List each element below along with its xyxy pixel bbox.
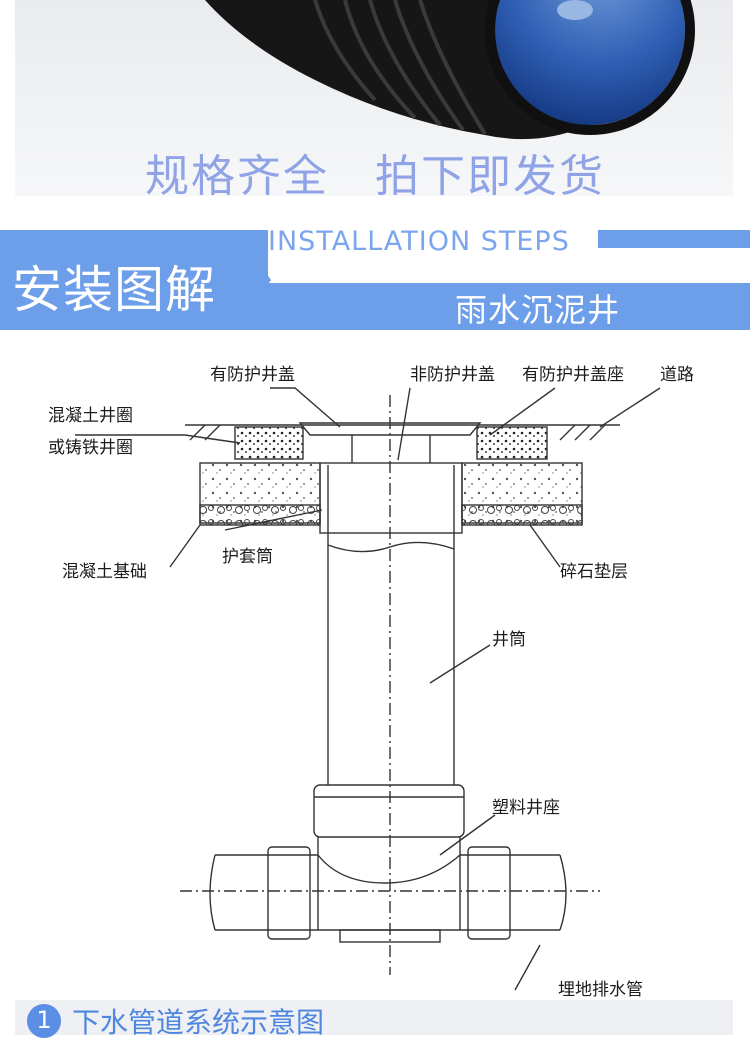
banner-title-block bbox=[0, 230, 268, 330]
label-sleeve: 护套筒 bbox=[222, 547, 273, 567]
label-concrete-base: 混凝土基础 bbox=[62, 562, 147, 582]
product-photo bbox=[15, 0, 733, 196]
caption-text: 下水管道系统示意图 bbox=[72, 1006, 325, 1039]
section-subtitle: 雨水沉泥井 bbox=[455, 291, 621, 329]
caption-number-badge bbox=[27, 1004, 61, 1038]
label-drain-pipe: 埋地排水管 bbox=[558, 980, 643, 1000]
corrugated-pipe-image bbox=[15, 0, 733, 196]
banner-arrow bbox=[257, 260, 271, 300]
label-cover-protected: 有防护井盖 bbox=[210, 365, 295, 385]
label-cover-seat: 有防护井盖座 bbox=[522, 365, 624, 385]
slogan-fast-ship: 拍下即发货 bbox=[375, 151, 605, 202]
banner-accent-bar bbox=[598, 230, 750, 248]
label-cover-unprotected: 非防护井盖 bbox=[410, 365, 495, 385]
label-plastic-base: 塑料井座 bbox=[492, 798, 560, 818]
label-concrete-ring: 混凝土井圈 bbox=[48, 406, 133, 426]
slogan-full-spec: 规格齐全 bbox=[145, 151, 329, 202]
section-english-title: INSTALLATION STEPS bbox=[268, 226, 570, 257]
banner-subtitle-strip bbox=[268, 283, 750, 330]
manhole-schematic bbox=[75, 387, 661, 991]
caption-bar bbox=[15, 1000, 733, 1035]
label-shaft: 井筒 bbox=[492, 630, 526, 650]
label-gravel: 碎石垫层 bbox=[560, 562, 628, 582]
installation-diagram: 有防护井盖 非防护井盖 有防护井盖座 道路 混凝土井圈 或铸铁井圈 混凝土基础 … bbox=[0, 335, 750, 1000]
label-iron-ring: 或铸铁井圈 bbox=[48, 438, 133, 458]
section-title: 安装图解 bbox=[12, 261, 216, 319]
caption-number: 1 bbox=[36, 1006, 52, 1034]
label-road: 道路 bbox=[660, 365, 694, 385]
